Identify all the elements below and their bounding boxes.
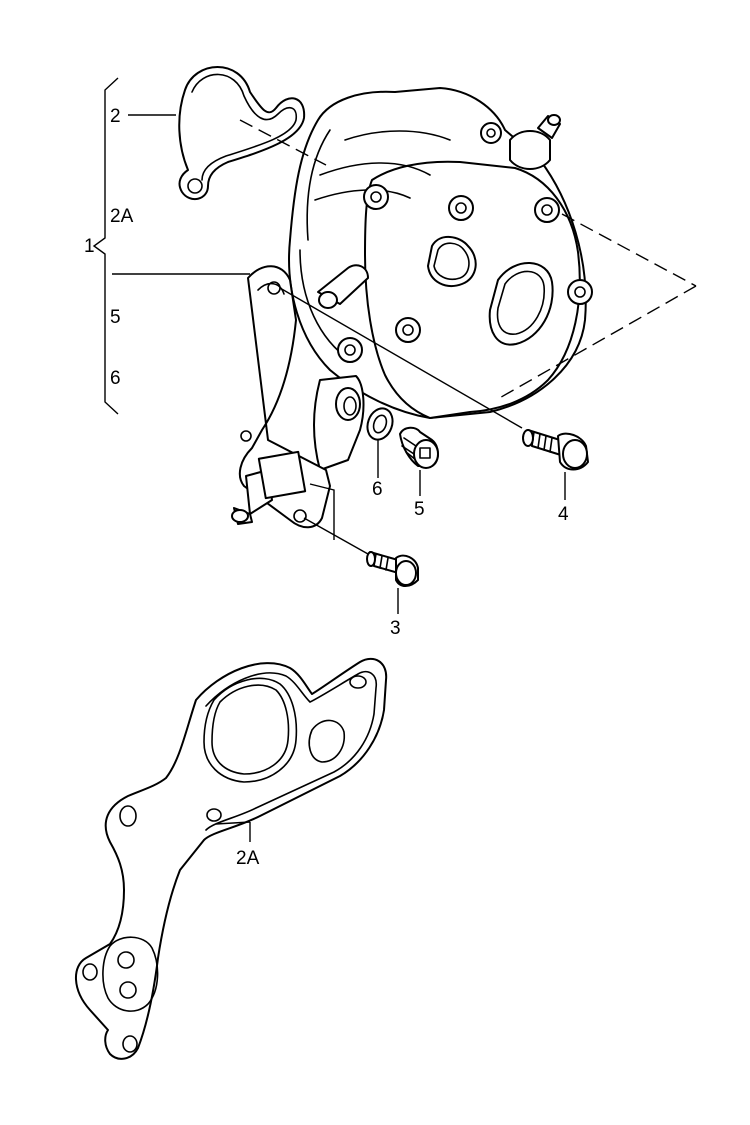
large-gasket bbox=[74, 657, 388, 1060]
callout-3: 3 bbox=[390, 618, 401, 639]
callout-1: 1 bbox=[84, 236, 95, 257]
assembly-guide-lines bbox=[239, 119, 697, 555]
assembly-bracket bbox=[92, 77, 250, 415]
callout-2a-top: 2A bbox=[110, 206, 134, 227]
screw-plug bbox=[399, 426, 439, 496]
callout-2: 2 bbox=[110, 106, 121, 127]
long-bolt bbox=[522, 429, 589, 500]
callout-6-legend: 6 bbox=[110, 368, 121, 389]
callout-2a-bottom: 2A bbox=[236, 848, 260, 869]
small-gasket bbox=[128, 66, 306, 201]
callout-4: 4 bbox=[558, 504, 569, 525]
seal-ring bbox=[366, 407, 394, 478]
callout-5-legend: 5 bbox=[110, 307, 121, 328]
short-bolt bbox=[309, 483, 419, 614]
callout-6: 6 bbox=[372, 479, 383, 500]
callout-5: 5 bbox=[414, 499, 425, 520]
